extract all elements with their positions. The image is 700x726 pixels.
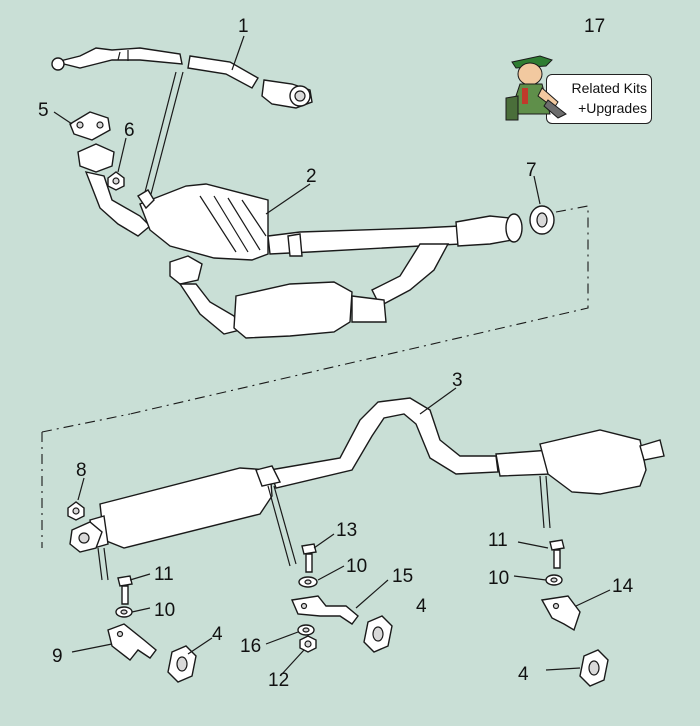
part-11-bolt-right[interactable] (549, 539, 565, 569)
part-15-bracket[interactable] (291, 595, 359, 625)
part-1-oxygen-sensor[interactable] (51, 47, 313, 199)
part-3-rear-section[interactable] (69, 397, 665, 581)
part-11-bolt-left[interactable] (117, 575, 133, 605)
callout-17: 17 (584, 16, 605, 37)
part-4-rubber-mount-left[interactable] (167, 645, 197, 683)
part-9-bracket[interactable] (107, 623, 157, 661)
leader-lines (53, 35, 611, 675)
related-kits-button[interactable]: Related Kits +Upgrades (546, 74, 652, 124)
part-10-washer-right[interactable] (545, 574, 563, 586)
part-10-washer-mid[interactable] (298, 576, 318, 588)
part-10-washer-left[interactable] (115, 606, 133, 618)
callout-14: 14 (612, 576, 634, 597)
callouts: 1 2 3 4 4 4 4 5 6 7 8 9 10 10 10 10 11 1… (38, 16, 634, 691)
callout-10-left: 10 (154, 600, 175, 621)
part-12-nut[interactable] (299, 635, 317, 653)
part-6-nut[interactable] (107, 171, 125, 191)
callout-4-left: 4 (212, 624, 223, 645)
callout-1: 1 (238, 16, 249, 37)
callout-4-right: 4 (518, 664, 529, 685)
callout-5: 5 (38, 100, 49, 121)
callout-2: 2 (306, 166, 317, 187)
part-8-nut[interactable] (67, 501, 85, 521)
callout-13: 13 (336, 520, 357, 541)
related-kits-badge[interactable]: Related Kits +Upgrades (496, 44, 656, 128)
callout-8: 8 (76, 460, 87, 481)
boundary-lines (41, 205, 589, 548)
part-5-gasket[interactable] (69, 111, 111, 141)
callout-4-mid: 4 (416, 596, 427, 617)
part-2-front-pipe[interactable] (77, 143, 523, 339)
part-13-bolt[interactable] (301, 543, 317, 573)
related-kits-label: Related Kits (571, 80, 647, 96)
part-7-rubber-ring[interactable] (529, 205, 555, 235)
callout-15: 15 (392, 566, 413, 587)
mechanic-icon (505, 55, 567, 121)
part-4-rubber-mount-right[interactable] (579, 649, 609, 687)
upgrades-label: +Upgrades (578, 100, 647, 116)
callout-3: 3 (452, 370, 463, 391)
part-14-bracket[interactable] (540, 595, 581, 632)
callout-16: 16 (240, 636, 261, 657)
part-16-washer[interactable] (297, 624, 315, 636)
callout-12: 12 (268, 670, 289, 691)
callout-11-right: 11 (488, 530, 508, 551)
callout-7: 7 (526, 160, 537, 181)
callout-9: 9 (52, 646, 63, 667)
callout-11-left: 11 (154, 564, 174, 585)
part-4-rubber-mount-mid[interactable] (363, 615, 393, 653)
callout-10-mid: 10 (346, 556, 367, 577)
callout-10-right: 10 (488, 568, 509, 589)
callout-6: 6 (124, 120, 135, 141)
